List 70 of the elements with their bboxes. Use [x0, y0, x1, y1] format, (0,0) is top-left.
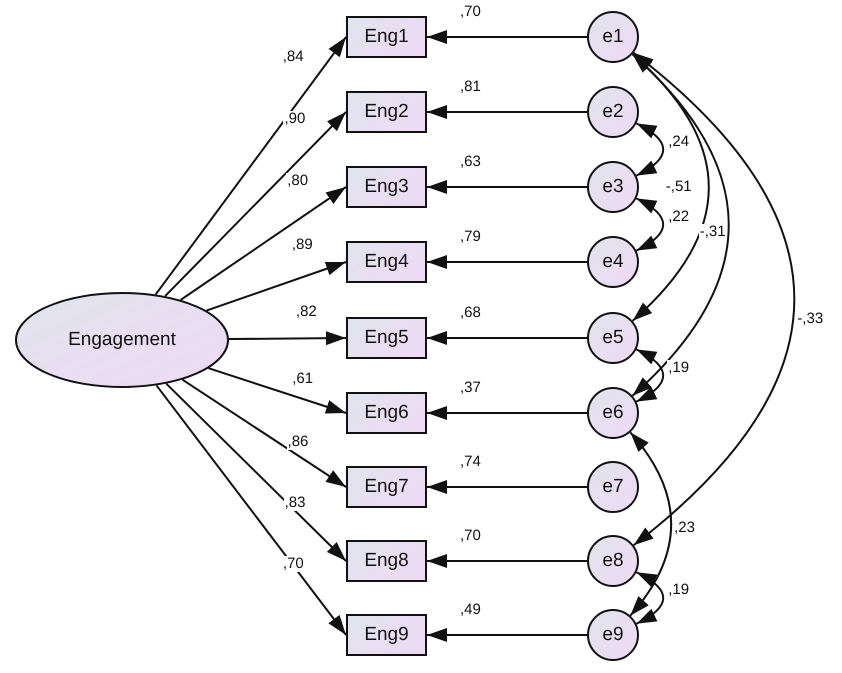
- observed-variable-box: Eng1: [346, 16, 427, 58]
- value-label: ,63: [460, 154, 481, 170]
- edge-label: ,90: [283, 111, 306, 128]
- arrow: [427, 406, 587, 420]
- arrow: [427, 628, 587, 642]
- value-label: ,70: [460, 528, 481, 544]
- covariance-arrow: [636, 198, 664, 252]
- arrow: [427, 180, 587, 194]
- edge-label: -,51: [664, 179, 693, 195]
- covariance-arrow: [636, 122, 664, 176]
- edge-label: -,31: [698, 224, 727, 240]
- error-term-circle: e2: [587, 86, 639, 138]
- observed-variable-box: Eng6: [346, 392, 427, 434]
- arrow: [180, 186, 347, 301]
- error-term-circle: e3: [587, 161, 639, 213]
- arrow: [182, 378, 347, 488]
- arrow: [228, 331, 346, 346]
- covariance-arrow: [636, 348, 664, 402]
- arrow: [427, 331, 587, 345]
- latent-variable-ellipse: Engagement: [15, 292, 229, 388]
- edge-label: ,19: [667, 360, 690, 376]
- covariance-arrow: [632, 54, 730, 396]
- value-label: ,37: [460, 380, 481, 396]
- error-term-circle: e8: [587, 535, 639, 587]
- error-term-circle: e9: [587, 609, 639, 661]
- edge-label: ,23: [673, 520, 696, 536]
- arrow: [156, 384, 347, 636]
- observed-variable-box: Eng9: [346, 614, 427, 656]
- arrow: [427, 480, 587, 494]
- error-term-circle: e6: [587, 387, 639, 439]
- observed-variable-box: Eng7: [346, 466, 427, 508]
- covariance-arrow: [633, 52, 795, 546]
- edge-label: ,70: [282, 556, 305, 572]
- observed-variable-box: Eng8: [346, 540, 427, 582]
- arrow: [427, 30, 587, 44]
- arrow: [164, 111, 347, 297]
- edge-label: ,89: [290, 236, 314, 253]
- value-label: ,70: [460, 4, 481, 20]
- value-label: ,79: [460, 229, 481, 245]
- value-label: ,81: [460, 79, 481, 95]
- edge-label: ,22: [667, 208, 690, 224]
- arrow: [208, 367, 346, 414]
- error-term-circle: e7: [587, 461, 639, 513]
- edge-label: -,33: [796, 311, 824, 327]
- error-term-circle: e5: [587, 312, 639, 364]
- arrow: [166, 382, 347, 562]
- observed-variable-box: Eng4: [346, 241, 427, 283]
- observed-variable-box: Eng2: [346, 91, 427, 133]
- observed-variable-box: Eng3: [346, 166, 427, 208]
- error-term-circle: e1: [587, 11, 639, 63]
- covariance-arrow: [630, 432, 672, 616]
- edge-label: ,80: [286, 173, 310, 190]
- edge-label: ,86: [286, 434, 310, 450]
- value-label: ,68: [460, 305, 481, 321]
- arrow: [427, 255, 587, 269]
- edge-label: ,83: [284, 495, 306, 512]
- arrow: [154, 36, 347, 296]
- arrow: [427, 554, 587, 568]
- covariance-arrow: [636, 571, 664, 625]
- arrow: [206, 261, 346, 312]
- value-label: ,49: [460, 602, 481, 618]
- edge-label: ,82: [294, 304, 318, 320]
- value-label: ,74: [460, 454, 481, 470]
- arrow: [427, 105, 587, 119]
- edge-label: ,19: [667, 582, 690, 598]
- observed-variable-box: Eng5: [346, 317, 427, 359]
- edge-label: ,84: [282, 49, 305, 66]
- edge-label: ,61: [291, 370, 314, 387]
- edge-label: ,24: [667, 134, 690, 150]
- error-term-circle: e4: [587, 236, 639, 288]
